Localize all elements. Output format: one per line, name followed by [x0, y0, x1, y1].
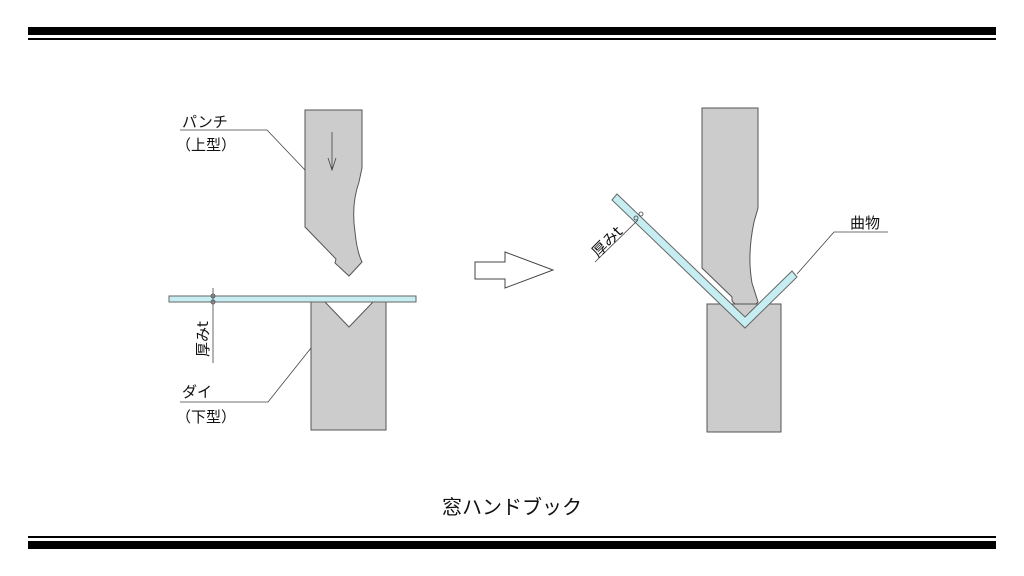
- after-bending: 厚みt 曲物: [588, 107, 888, 433]
- thickness-marker: [210, 299, 216, 305]
- punch-label: パンチ: [182, 113, 228, 131]
- process-arrow-icon: [474, 251, 555, 289]
- workpiece-label: 曲物: [850, 214, 880, 232]
- thickness-label: 厚みt: [588, 223, 626, 261]
- die-leader-line: [180, 347, 312, 403]
- top-thin-rule: [28, 38, 996, 40]
- bottom-thin-rule: [28, 536, 996, 538]
- down-arrow-icon: [327, 132, 337, 172]
- thickness-dimension-line: [594, 219, 639, 263]
- thickness-marker: [210, 293, 216, 299]
- top-thick-rule: [28, 27, 996, 35]
- workpiece-leader-line: [796, 231, 888, 275]
- punch-upper-die: [304, 109, 363, 277]
- sheet-metal: [168, 295, 417, 303]
- die-sub-label: （下型）: [176, 408, 236, 426]
- punch-sub-label: （上型）: [176, 136, 236, 154]
- die-label: ダイ: [182, 383, 212, 401]
- thickness-marker: [638, 211, 644, 217]
- before-bending: 厚みt パンチ （上型） ダイ （下型）: [168, 109, 417, 431]
- punch-upper-die: [701, 107, 759, 315]
- thickness-marker: [633, 215, 639, 221]
- thickness-label: 厚みt: [194, 321, 212, 357]
- bottom-thick-rule: [28, 541, 996, 549]
- footer-title: 窓ハンドブック: [442, 495, 582, 519]
- bent-sheet-metal: [611, 193, 798, 329]
- punch-leader-line: [180, 129, 306, 171]
- die-lower-die: [706, 303, 782, 433]
